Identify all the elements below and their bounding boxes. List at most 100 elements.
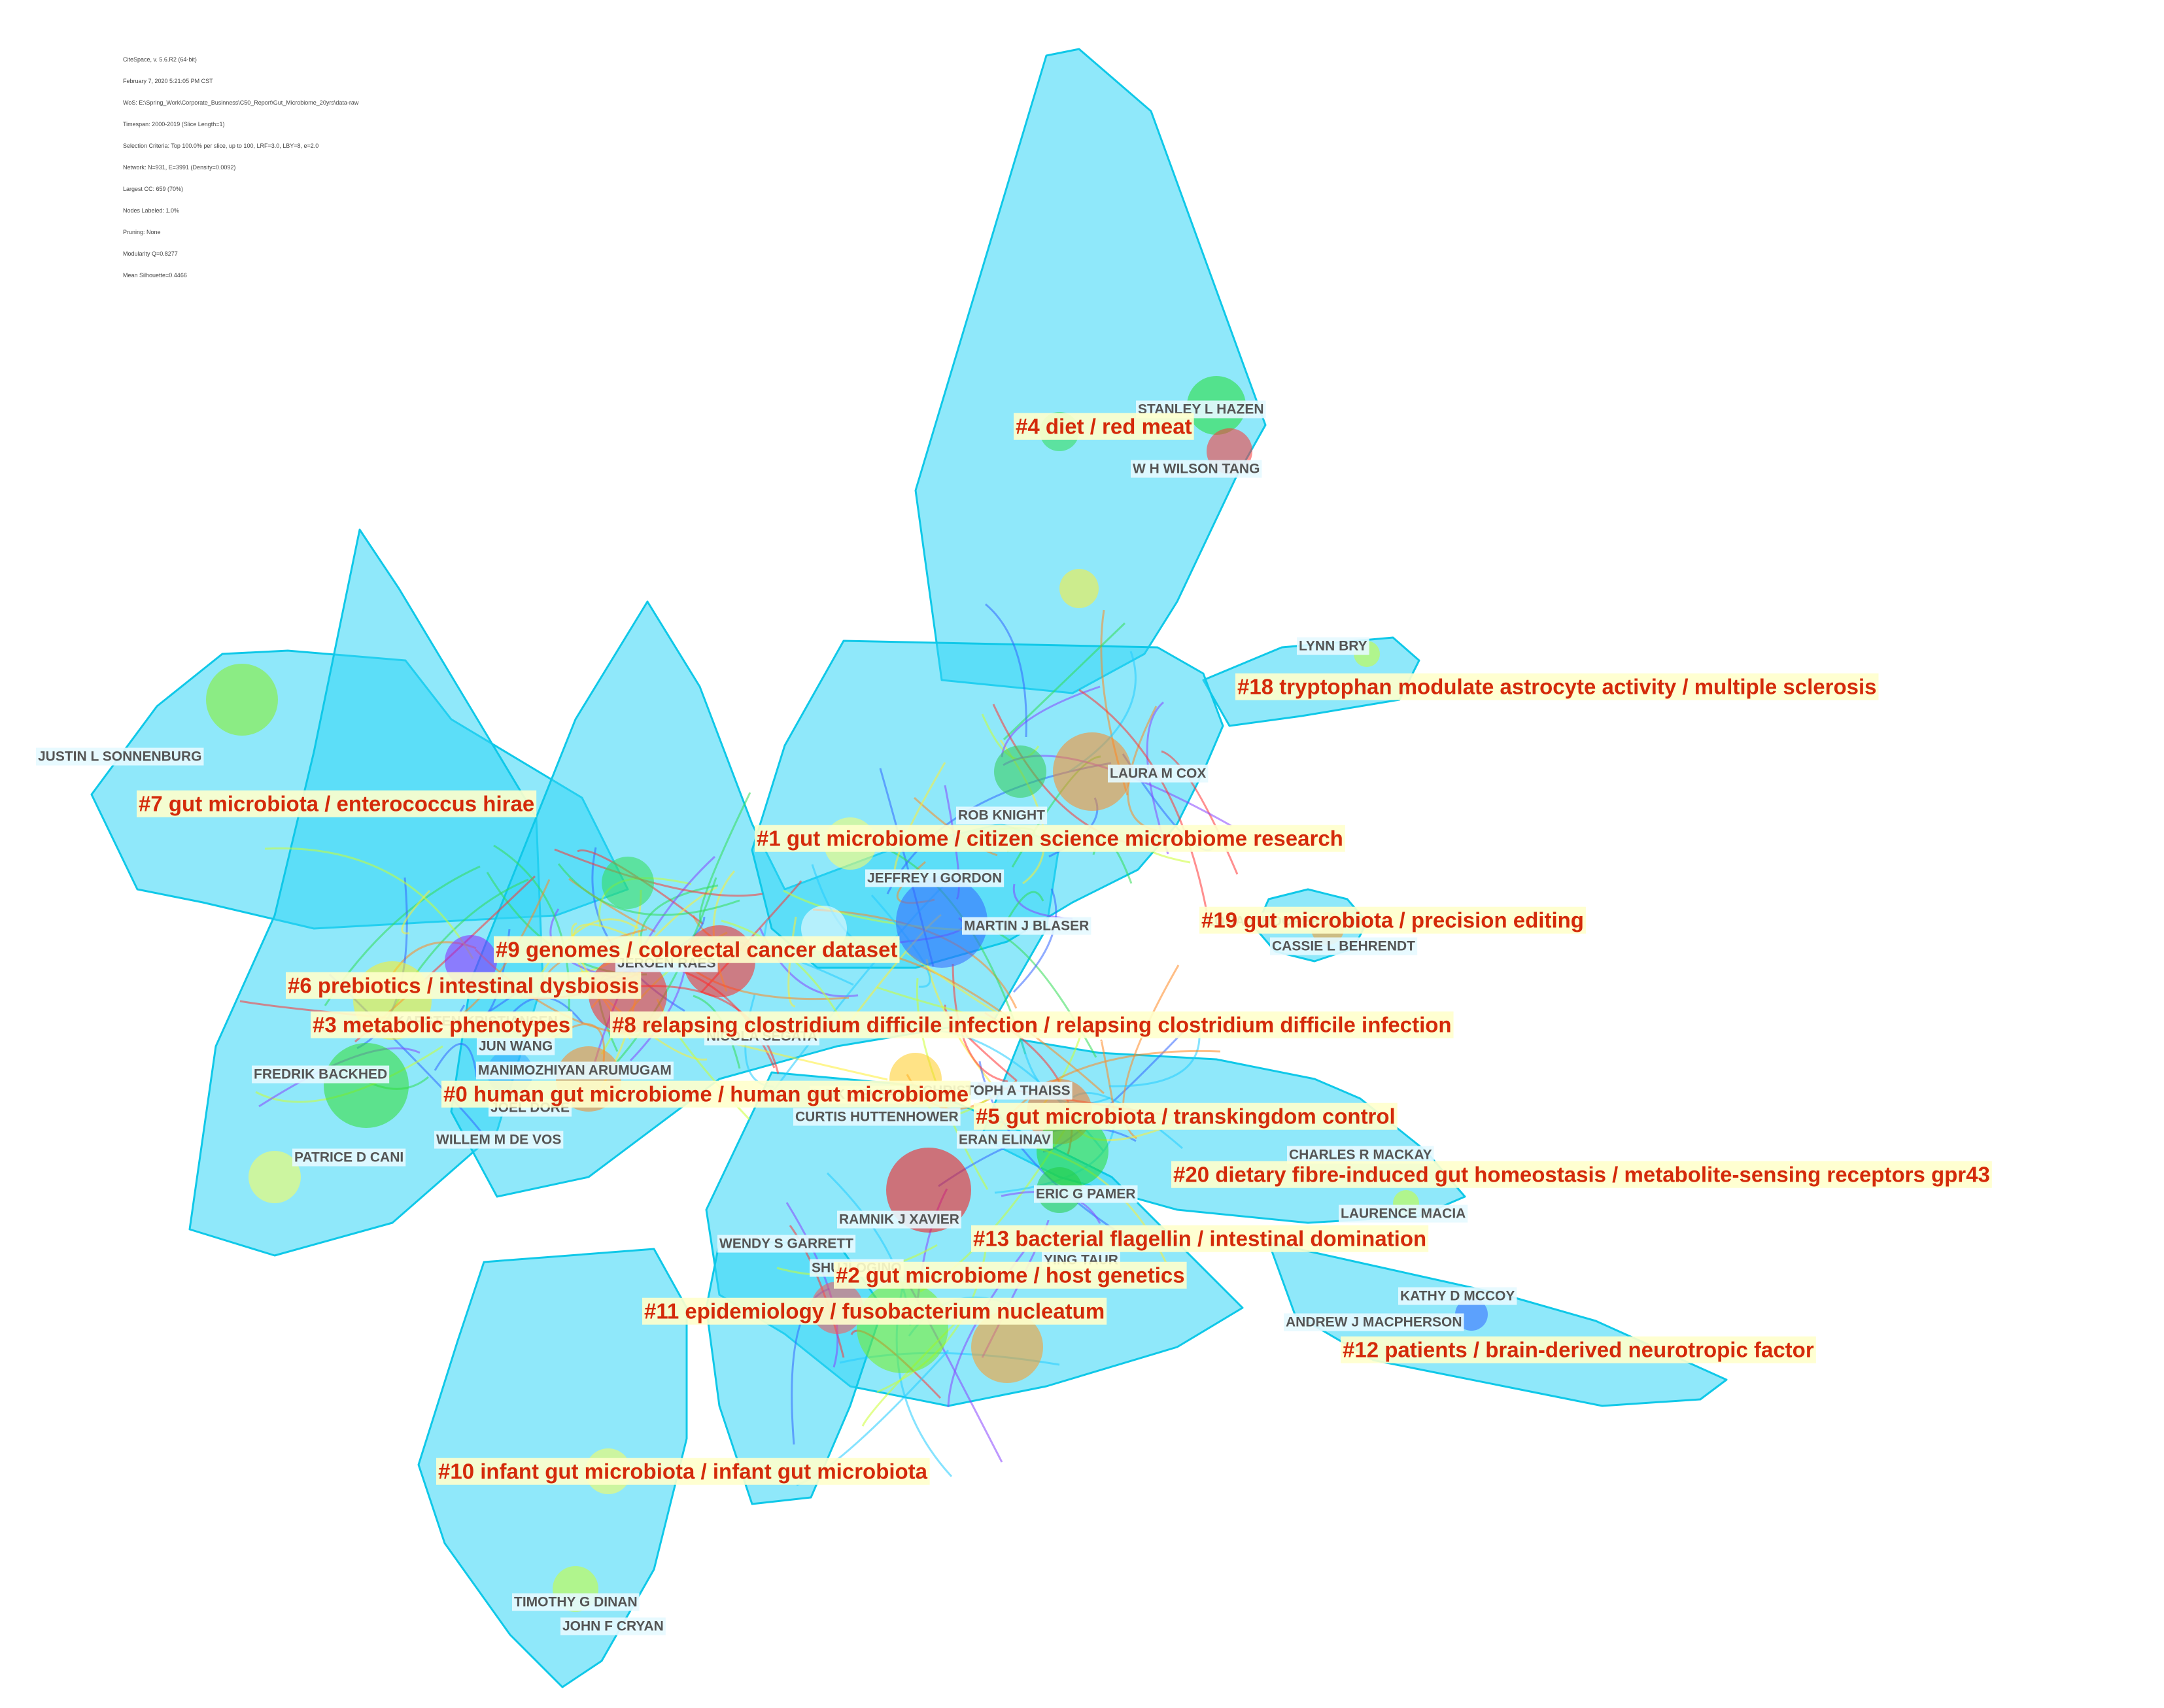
node-cluster-blob — [1053, 732, 1131, 811]
author-label-text: CURTIS HUTTENHOWER — [795, 1110, 959, 1125]
author-label: JUSTIN L SONNENBURG — [36, 747, 204, 766]
author-label-text: WILLEM M DE VOS — [436, 1133, 561, 1148]
author-label-text: JUSTIN L SONNENBURG — [38, 749, 201, 764]
author-label-text: W H WILSON TANG — [1133, 462, 1260, 477]
citation-edge — [554, 848, 763, 897]
author-label: LAURENCE MACIA — [1339, 1204, 1468, 1223]
author-label-bg — [1297, 637, 1369, 655]
cluster-label-text: #13 bacterial flagellin / intestinal dom… — [973, 1227, 1426, 1251]
cluster-label-text: #19 gut microbiota / precision editing — [1201, 908, 1584, 932]
author-label: ANDREW J MACPHERSON — [1284, 1313, 1464, 1331]
cluster-label: #2 gut microbiome / host genetics — [834, 1261, 1187, 1289]
cluster-label: #0 human gut microbiome / human gut micr… — [441, 1080, 971, 1108]
author-label-bg — [793, 1108, 961, 1126]
cluster-label: #8 relapsing clostridium difficile infec… — [610, 1011, 1454, 1038]
author-label-text: JOHN F CRYAN — [562, 1619, 664, 1634]
author-label-bg — [1131, 460, 1262, 478]
info-line: Selection Criteria: Top 100.0% per slice… — [123, 143, 319, 149]
node-cluster-blob — [324, 1043, 409, 1128]
cluster-label-bg — [642, 1297, 1107, 1325]
cluster-label-text: #8 relapsing clostridium difficile infec… — [612, 1013, 1452, 1037]
author-label: WILLEM M DE VOS — [434, 1131, 564, 1149]
cluster-label-bg — [834, 1261, 1187, 1289]
author-label: CASSIE L BEHRENDT — [1270, 937, 1418, 955]
cluster-hull-layer — [90, 48, 1728, 1688]
cluster-label-text: #5 gut microbiota / transkingdom control — [976, 1104, 1396, 1129]
cluster-label-bg — [974, 1102, 1398, 1130]
info-line: Mean Silhouette=0.4466 — [123, 272, 187, 279]
author-label-bg — [1287, 1146, 1434, 1164]
author-label-text: LYNN BRY — [1299, 639, 1367, 654]
citation-edge — [1001, 685, 1101, 758]
author-label-bg — [957, 1131, 1053, 1149]
cluster-label: #1 gut microbiome / citizen science micr… — [755, 825, 1345, 852]
info-line: WoS: E:\Spring_Work\Corporate_Businness\… — [123, 99, 359, 106]
author-label-bg — [717, 1235, 856, 1253]
author-label: JUN WANG — [477, 1037, 555, 1055]
cluster-label-bg — [441, 1080, 971, 1108]
author-label-bg — [1284, 1313, 1464, 1331]
cluster-label-text: #1 gut microbiome / citizen science micr… — [757, 827, 1343, 851]
citation-edge — [606, 877, 717, 1074]
info-line: Modularity Q=0.8277 — [123, 250, 178, 257]
citation-edge — [952, 963, 1008, 1083]
author-label-text: CHARLES R MACKAY — [1289, 1148, 1432, 1163]
author-label: PATRICE D CANI — [292, 1148, 406, 1167]
cluster-label: #10 infant gut microbiota / infant gut m… — [436, 1458, 930, 1485]
node-cluster-blob — [1059, 569, 1099, 608]
author-label-bg — [1108, 764, 1209, 783]
cluster-label: #13 bacterial flagellin / intestinal dom… — [971, 1225, 1429, 1252]
author-label: MARTIN J BLASER — [962, 917, 1091, 935]
author-label: LAURA M COX — [1108, 764, 1209, 783]
author-label-text: JUN WANG — [479, 1039, 553, 1054]
info-line: Nodes Labeled: 1.0% — [123, 207, 180, 214]
author-label-text: ANDREW J MACPHERSON — [1286, 1315, 1462, 1330]
author-label-text: MARTIN J BLASER — [964, 919, 1089, 934]
cluster-label-text: #11 epidemiology / fusobacterium nucleat… — [644, 1299, 1105, 1324]
citation-edge — [264, 847, 474, 959]
author-label-bg — [512, 1593, 640, 1611]
cluster-label-bg — [971, 1225, 1429, 1252]
author-label: ROB KNIGHT — [956, 806, 1048, 825]
cluster-label: #4 diet / red meat — [1014, 413, 1194, 440]
author-label: LYNN BRY — [1297, 637, 1369, 655]
author-label-text: JEFFREY I GORDON — [867, 871, 1002, 886]
author-label-bg — [560, 1617, 666, 1635]
cluster-label-bg — [137, 790, 537, 817]
author-label-bg — [1034, 1185, 1138, 1203]
node-cluster-blob — [994, 745, 1046, 798]
citespace-info-block: CiteSpace, v. 5.6.R2 (64-bit) February 7… — [123, 42, 358, 286]
author-label: WENDY S GARRETT — [717, 1235, 856, 1253]
author-label-text: RAMNIK J XAVIER — [839, 1212, 959, 1227]
author-label-text: LAURENCE MACIA — [1341, 1206, 1466, 1221]
author-label: JEFFREY I GORDON — [865, 869, 1005, 887]
cluster-label: #9 genomes / colorectal cancer dataset — [494, 936, 900, 963]
citation-edge — [985, 603, 1027, 738]
author-label: KATHY D MCCOY — [1398, 1287, 1517, 1305]
cluster-label-text: #2 gut microbiome / host genetics — [836, 1263, 1185, 1288]
author-label: ERIC G PAMER — [1034, 1185, 1138, 1203]
cluster-label-text: #18 tryptophan modulate astrocyte activi… — [1237, 675, 1876, 699]
cluster-label-bg — [1171, 1161, 1992, 1188]
cluster-label-text: #4 diet / red meat — [1016, 415, 1192, 439]
cluster-label-bg — [1014, 413, 1194, 440]
author-label: CHARLES R MACKAY — [1287, 1146, 1434, 1164]
author-label-text: ROB KNIGHT — [958, 808, 1045, 823]
author-label-bg — [962, 917, 1091, 935]
author-label-bg — [36, 747, 204, 766]
cluster-hull-4 — [914, 48, 1267, 694]
author-label-bg — [476, 1061, 674, 1080]
author-label-text: KATHY D MCCOY — [1400, 1289, 1515, 1304]
cluster-label-text: #10 infant gut microbiota / infant gut m… — [438, 1460, 928, 1484]
citation-edge — [787, 916, 797, 1008]
author-label: RAMNIK J XAVIER — [837, 1210, 961, 1229]
cluster-label-text: #12 patients / brain-derived neurotropic… — [1343, 1338, 1814, 1362]
author-label: MANIMOZHIYAN ARUMUGAM — [476, 1061, 674, 1080]
cluster-label-text: #9 genomes / colorectal cancer dataset — [496, 938, 897, 962]
node-cluster-blob — [971, 1311, 1043, 1383]
citation-edge — [1146, 701, 1169, 855]
cluster-label-bg — [610, 1011, 1454, 1038]
node-cluster-blob — [857, 1282, 948, 1373]
info-line: Pruning: None — [123, 229, 161, 235]
